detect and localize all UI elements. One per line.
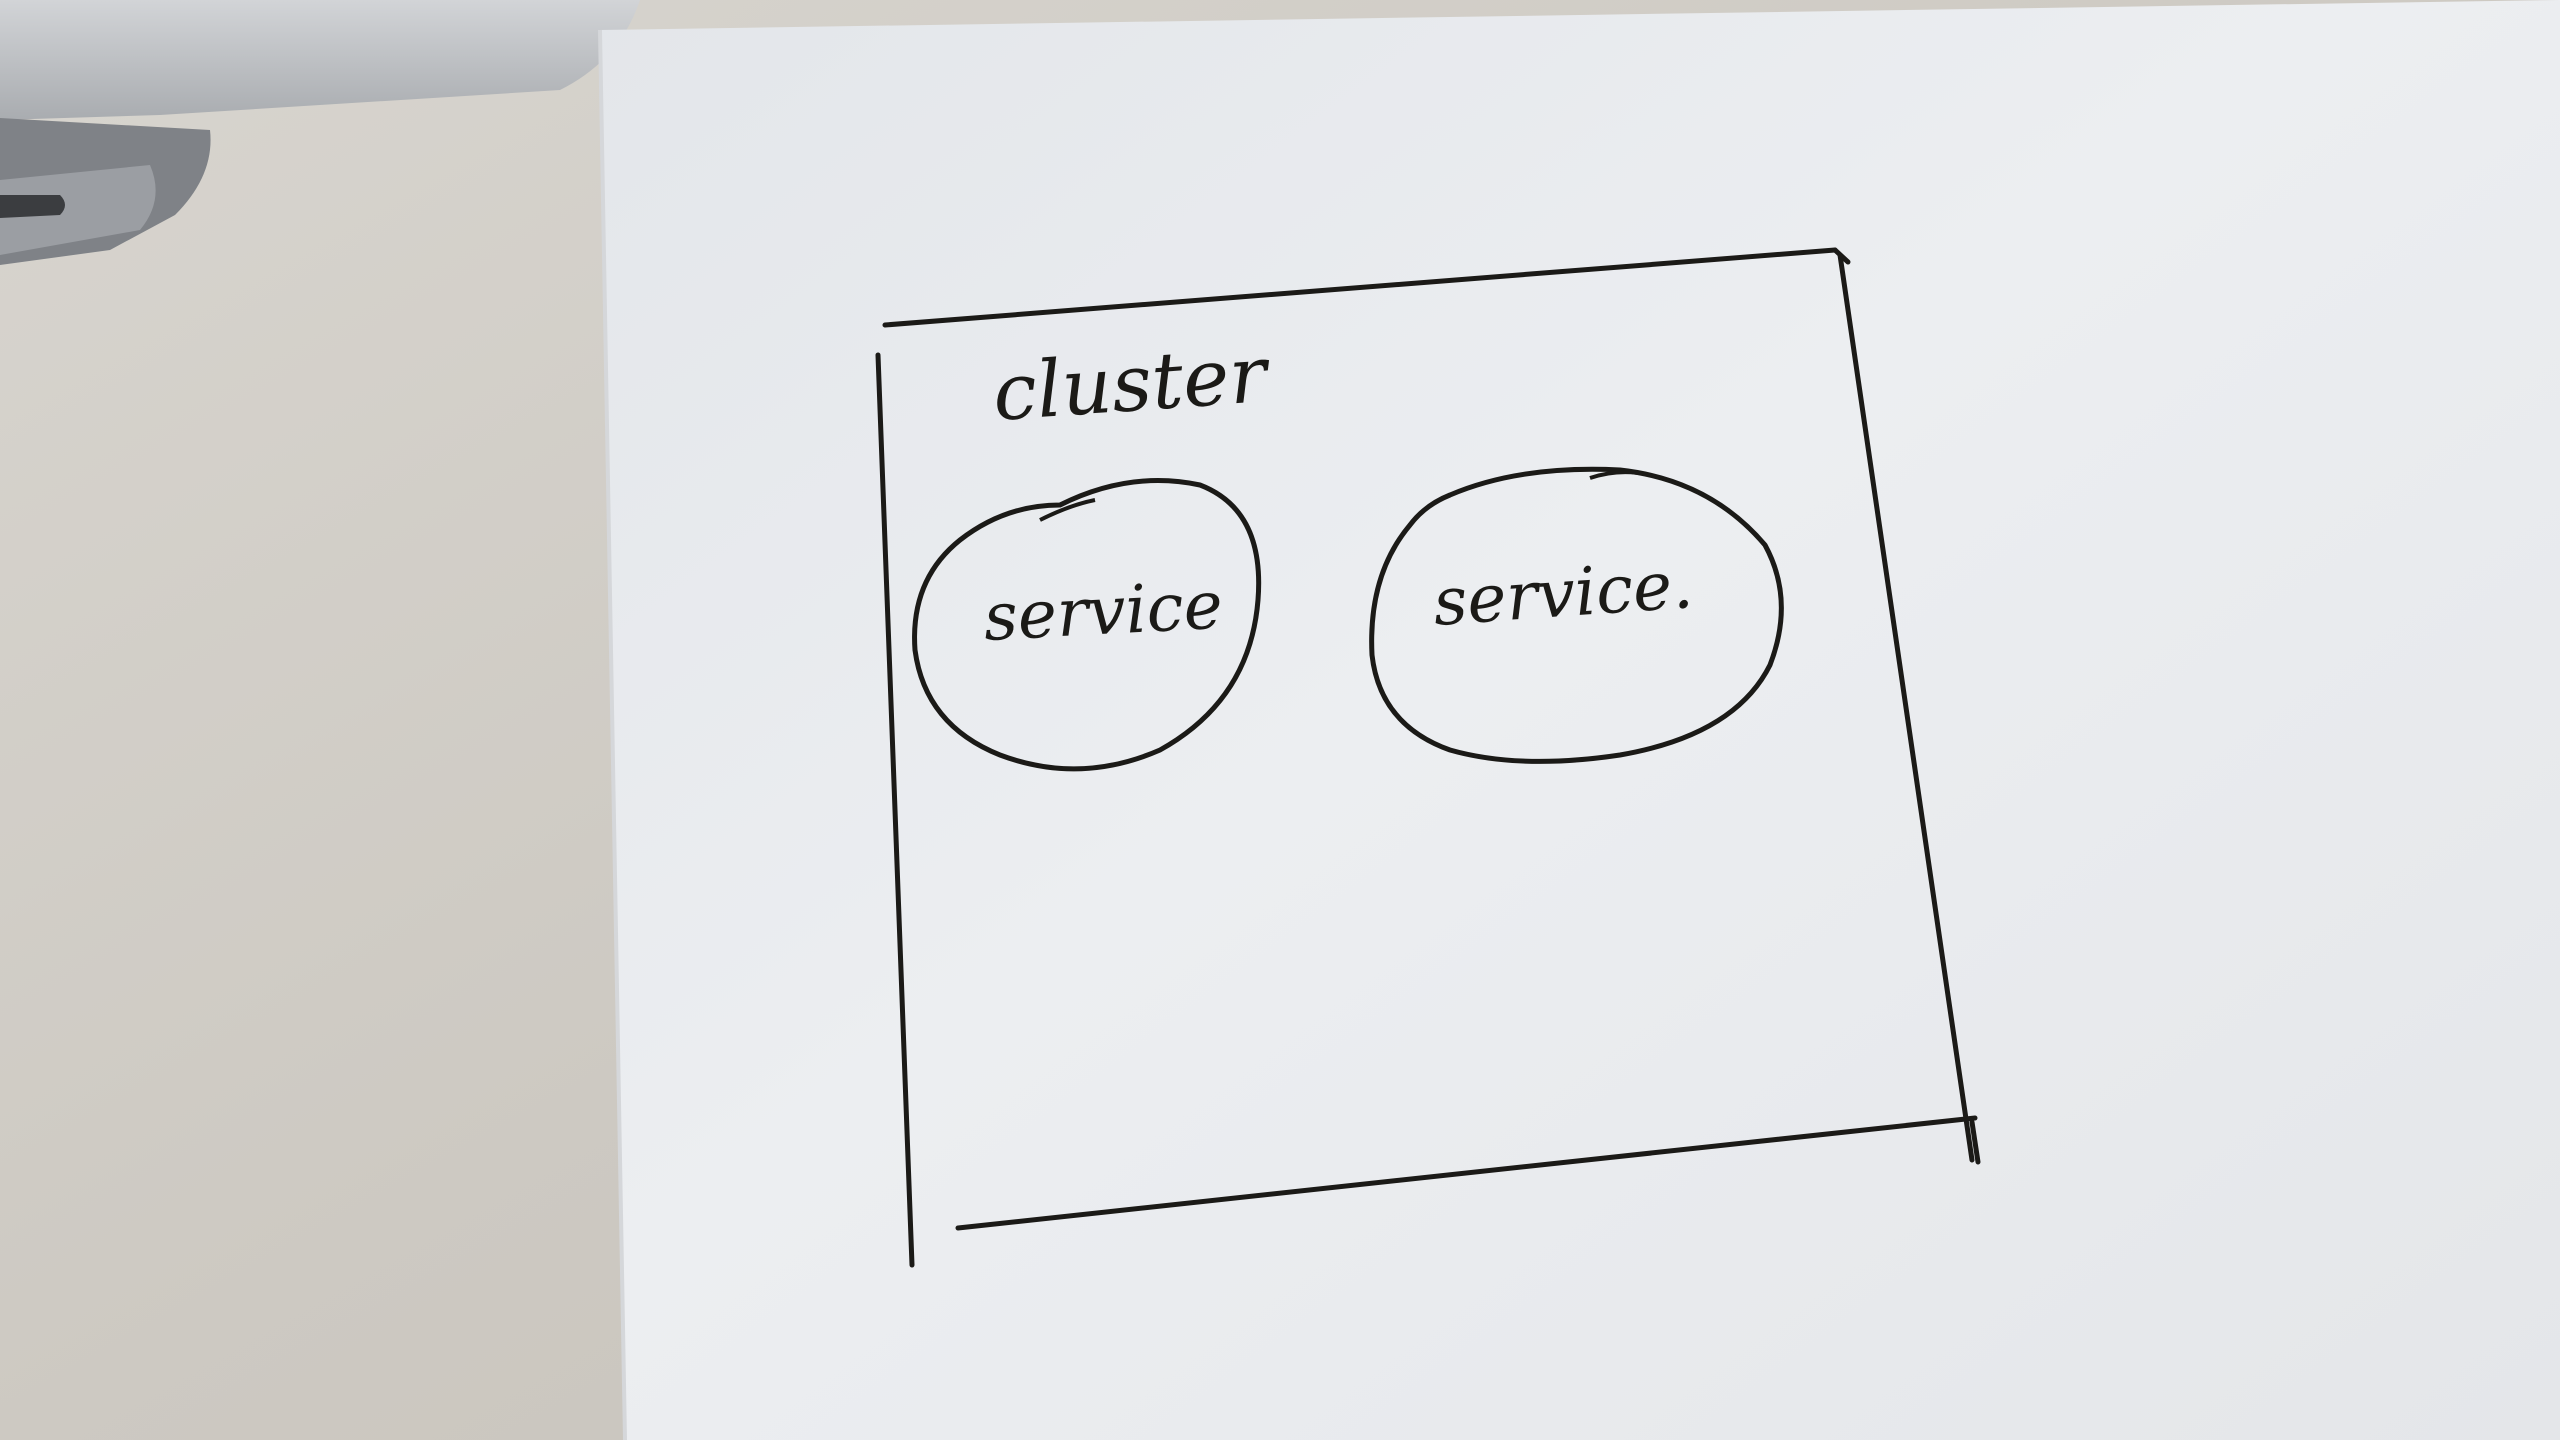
service-node-1: service xyxy=(912,478,1262,772)
cluster-box xyxy=(875,247,1981,1268)
cluster-label: cluster xyxy=(990,330,1274,439)
service-node-1-label: service xyxy=(982,567,1225,656)
service-node-1-outline xyxy=(912,478,1262,772)
device-corner xyxy=(0,0,640,265)
service-node-2: service. xyxy=(1369,466,1784,764)
paper-sheet xyxy=(600,0,2560,1440)
service-node-2-label: service. xyxy=(1431,546,1696,641)
